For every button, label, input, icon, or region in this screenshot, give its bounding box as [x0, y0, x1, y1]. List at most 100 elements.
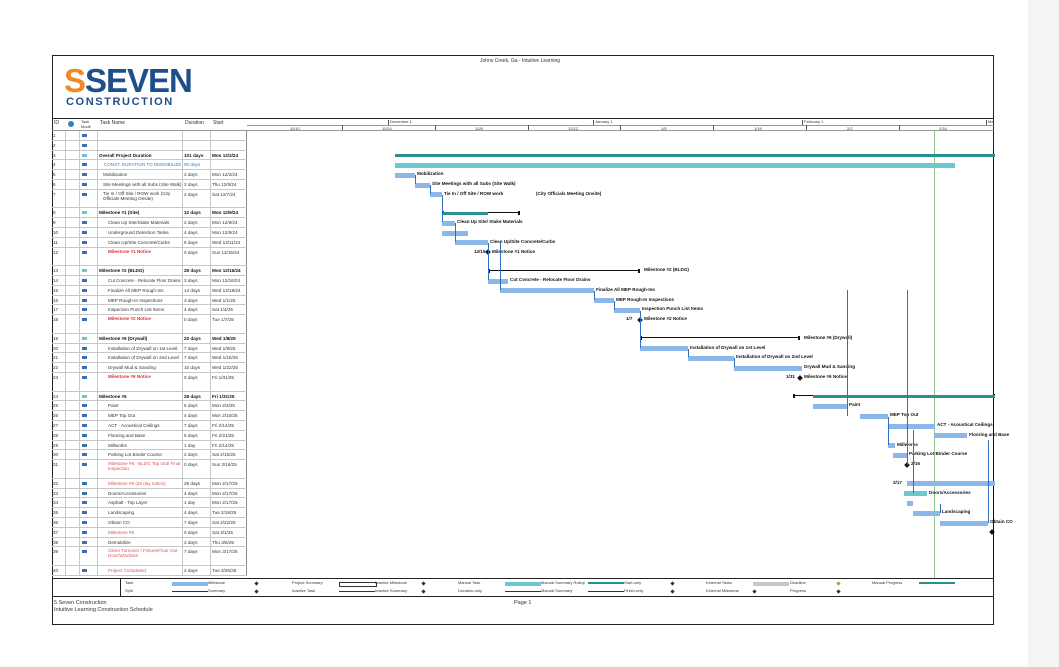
task-start[interactable]: Wed 1/15/25	[211, 353, 247, 363]
task-start[interactable]: Thu 12/5/24	[211, 180, 247, 189]
task-name[interactable]: Overall Project Duration	[98, 150, 183, 160]
task-name[interactable]: Client Turnover / Fixture/Floor Out Door…	[98, 547, 183, 565]
task-duration[interactable]: 1 day	[183, 440, 211, 450]
task-duration[interactable]: 0 days	[183, 315, 211, 333]
task-bar[interactable]	[415, 182, 430, 188]
task-start[interactable]: Fri 1/31/25	[211, 391, 247, 401]
task-duration[interactable]: 2 days	[183, 218, 211, 227]
task-duration[interactable]: 12 days	[183, 208, 211, 218]
task-name[interactable]: Milestone #6 (Drywall)	[98, 333, 183, 343]
task-duration[interactable]: 7 days	[183, 547, 211, 565]
task-name[interactable]: Milestone #9	[98, 527, 183, 537]
task-duration[interactable]: 28 days	[183, 266, 211, 275]
task-duration[interactable]	[183, 131, 211, 140]
task-start[interactable]: Sat 3/1/25	[211, 527, 247, 537]
task-name[interactable]: Mobilization	[98, 170, 183, 179]
info-icon[interactable]	[68, 121, 74, 127]
task-start[interactable]: Mon 12/9/24	[211, 218, 247, 227]
task-start[interactable]: Mon 12/16/24	[211, 276, 247, 285]
task-duration[interactable]: 4 days	[183, 305, 211, 315]
task-duration[interactable]: 0 days	[183, 527, 211, 537]
task-name[interactable]: Project Completed	[98, 566, 183, 575]
task-bar[interactable]	[688, 355, 734, 361]
task-duration[interactable]: 1 day	[183, 498, 211, 508]
task-name[interactable]: Site Meetings with all Subs (Site Walk)	[98, 180, 183, 189]
manual-task-bar[interactable]	[395, 162, 955, 168]
task-name[interactable]: Clean Up/Site Concrete/Curbs	[98, 237, 183, 247]
task-start[interactable]: Sat 2/22/25	[211, 518, 247, 527]
task-start[interactable]: Mon 12/9/24	[211, 228, 247, 237]
col-name[interactable]: Task Name	[100, 120, 126, 126]
task-bar[interactable]	[940, 520, 988, 526]
task-name[interactable]: Milestone #2 (BLDG)	[98, 266, 183, 275]
task-duration[interactable]: 4 days	[183, 228, 211, 237]
task-duration[interactable]: 14 days	[183, 285, 211, 295]
table-row[interactable]: 1	[52, 131, 247, 141]
task-duration[interactable]: 7 days	[183, 353, 211, 363]
task-name[interactable]: Flooring and Base	[98, 430, 183, 440]
task-name[interactable]: Clean Up Site/Stake Materials	[98, 218, 183, 227]
task-start[interactable]: Mon 12/2/24	[211, 170, 247, 179]
task-duration[interactable]: 4 days	[183, 411, 211, 420]
task-name[interactable]: Parking Lot Binder Course	[98, 450, 183, 460]
task-bar[interactable]	[455, 240, 488, 246]
task-start[interactable]: Sat 12/7/24	[211, 189, 247, 208]
task-duration[interactable]: 28 days	[183, 391, 211, 401]
task-start[interactable]: Thu 3/6/25	[211, 537, 247, 547]
task-name[interactable]: Finalize All MEP Rough-Ins	[98, 285, 183, 295]
task-duration[interactable]: 2 days	[183, 566, 211, 575]
task-bar[interactable]	[907, 481, 995, 487]
task-start[interactable]	[211, 131, 247, 140]
task-duration[interactable]	[183, 140, 211, 150]
task-start[interactable]: Mon 2/17/25	[211, 488, 247, 498]
task-bar[interactable]	[888, 423, 935, 429]
task-start[interactable]	[211, 160, 247, 170]
task-start[interactable]: Mon 12/16/24	[211, 266, 247, 275]
task-start[interactable]: Wed 1/8/25	[211, 343, 247, 353]
summary-bar[interactable]	[488, 269, 640, 271]
task-duration[interactable]: 7 days	[183, 518, 211, 527]
task-bar[interactable]	[594, 298, 614, 304]
task-bar[interactable]	[734, 365, 802, 371]
task-start[interactable]: Fri 2/14/25	[211, 440, 247, 450]
task-duration[interactable]: 3 days	[183, 170, 211, 179]
task-duration[interactable]: 3 days	[183, 276, 211, 285]
task-start[interactable]: Wed 12/18/24	[211, 285, 247, 295]
task-name[interactable]: MEP Rough-In Inspections	[98, 295, 183, 305]
task-start[interactable]: Mon 12/9/24	[211, 208, 247, 218]
task-bar[interactable]	[500, 288, 594, 294]
task-duration[interactable]: 2 days	[183, 180, 211, 189]
task-duration[interactable]: 3 days	[183, 295, 211, 305]
task-start[interactable]: Mon 2/17/25	[211, 498, 247, 508]
task-duration[interactable]: 7 days	[183, 343, 211, 353]
task-duration[interactable]: 4 days	[183, 508, 211, 517]
task-name[interactable]	[98, 131, 183, 140]
task-name[interactable]: Underground Detection Tanks	[98, 228, 183, 237]
task-duration[interactable]: 10 days	[183, 363, 211, 372]
task-duration[interactable]: 20 days	[183, 333, 211, 343]
task-start[interactable]: Mon 2/17/25	[211, 478, 247, 488]
task-name[interactable]: ACT - Acoustical Ceilings	[98, 421, 183, 430]
manual-task-bar[interactable]	[904, 491, 927, 497]
task-start[interactable]: Tue 2/18/25	[211, 508, 247, 517]
task-name[interactable]	[98, 140, 183, 150]
summary-bar[interactable]	[640, 337, 800, 339]
task-duration[interactable]: 0 days	[183, 247, 211, 266]
